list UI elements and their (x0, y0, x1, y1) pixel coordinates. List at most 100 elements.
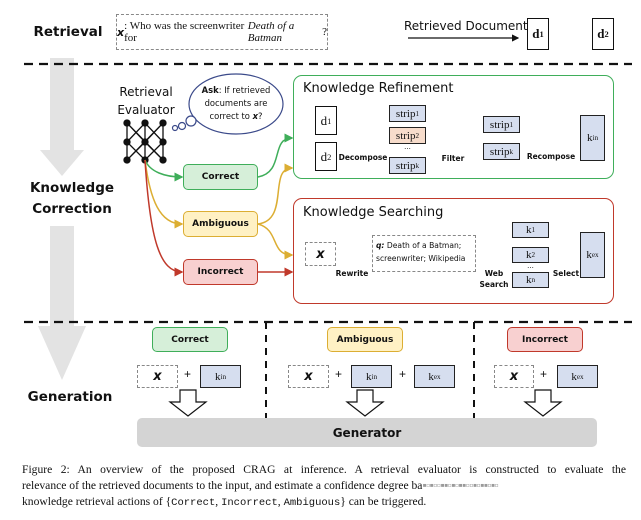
caption-sep: , (277, 495, 284, 508)
decompose-label: Decompose (338, 153, 388, 162)
k-sub: ex (433, 372, 441, 381)
evaluator-question: Ask: If retrieved documents are correct … (196, 84, 276, 123)
k-sub: 2 (531, 251, 536, 259)
k-sub: ex (576, 372, 584, 381)
k-base: k (571, 370, 577, 383)
action-ambiguous: Ambiguous (183, 211, 258, 237)
query-suffix: ? (322, 26, 327, 38)
generation-correct-x: x (137, 365, 178, 388)
web-search-line: Search (479, 280, 509, 289)
generate-arrow-incorrect (523, 389, 563, 417)
strip-sub: 1 (415, 109, 420, 118)
generate-arrow-correct (168, 389, 208, 417)
doc-base: d (597, 26, 605, 41)
plus-sign: + (399, 367, 407, 381)
rewritten-query-box: q: Death of a Batman; screenwriter; Wiki… (372, 235, 476, 272)
section-label-knowledge-correction: Knowledge Correction (20, 178, 124, 220)
caption-code-correct: Correct (171, 497, 216, 509)
doc-base: d (532, 26, 540, 41)
neural-network-icon (123, 119, 167, 164)
plus-sign: + (335, 367, 343, 381)
strip-base: strip (489, 118, 510, 131)
query-q-label: q: (376, 241, 385, 250)
select-label: Select (552, 269, 580, 278)
recompose-label: Recompose (526, 152, 576, 161)
watermark: ▪▫▪▫▫▪▪▫▪▫▪▪▫▫▪▫▪▪▫▪▫ (422, 479, 499, 492)
query-title: Death of a Batman (247, 20, 295, 44)
ask-end: ? (258, 111, 263, 121)
knowledge-refinement-title: Knowledge Refinement (303, 81, 454, 96)
web-search-line: Web (484, 269, 504, 278)
query-box: x: Who was the screenwriter for Death of… (116, 14, 328, 50)
doc-sub: 2 (327, 151, 332, 162)
strip-sub: k (509, 147, 514, 156)
section-label-line: Correction (32, 201, 112, 217)
k-base: k (525, 274, 532, 286)
retrieved-documents-label: Retrieved Documents (404, 19, 534, 33)
ask-label: Ask (201, 85, 219, 95)
k-sub: in (220, 372, 227, 381)
ask-variable: x (252, 111, 258, 121)
rewritten-query-line: Death of a Batman; (386, 241, 462, 250)
k-base: k (586, 249, 592, 261)
filter-label: Filter (441, 154, 465, 163)
query-variable: x (117, 25, 125, 39)
k-sub: 1 (531, 226, 536, 234)
generator-bar: Generator (137, 418, 597, 447)
k-base: k (586, 132, 593, 144)
k-base: k (525, 224, 532, 236)
retrieval-evaluator-label: Retrieval Evaluator (110, 83, 182, 119)
caption-code-ambiguous: Ambiguous (283, 497, 341, 509)
doc-sub: 2 (604, 29, 609, 39)
caption-line-3: knowledge retrieval actions of {Correct,… (22, 494, 626, 511)
caption-text: relevance of the retrieved documents to … (22, 479, 423, 492)
generation-correct-label: Correct (152, 327, 228, 352)
k-sub: ex (591, 251, 599, 259)
thought-cloud-icon (171, 73, 284, 135)
generation-ambiguous-x: x (288, 365, 329, 388)
caption-text: knowledge retrieval actions of { (22, 495, 172, 508)
doc-base: d (320, 148, 328, 164)
web-search-label: Web Search (478, 268, 510, 290)
k-base: k (525, 249, 532, 261)
k-sub: in (592, 134, 599, 142)
strip-base: strip (395, 107, 416, 120)
ask-text: : If retrieved documents are correct to (204, 85, 271, 121)
k-base: k (428, 370, 434, 383)
action-incorrect: Incorrect (183, 259, 258, 285)
k-sub: n (531, 276, 536, 284)
knowledge-refinement-panel (293, 75, 614, 179)
strip-sub: 1 (509, 120, 514, 129)
section-label-retrieval: Retrieval (33, 24, 103, 40)
generation-ambiguous-label: Ambiguous (327, 327, 403, 352)
rewrite-label: Rewrite (335, 269, 369, 278)
query-prefix: : Who was the screenwriter for (124, 20, 245, 44)
caption-line-2: relevance of the retrieved documents to … (22, 478, 626, 494)
k-base: k (214, 370, 221, 383)
caption-text: } can be triggered. (340, 495, 427, 508)
flow-arrow (38, 58, 86, 380)
search-results-ellipsis: ... (527, 261, 534, 270)
caption-line-1: Figure 2: An overview of the proposed CR… (22, 463, 626, 476)
generation-incorrect-x: x (494, 365, 534, 388)
doc-sub: 1 (327, 115, 332, 126)
generation-incorrect-label: Incorrect (507, 327, 583, 352)
doc-base: d (320, 112, 328, 128)
section-label-line: Knowledge (29, 180, 115, 196)
strip-sub: k (415, 161, 420, 170)
